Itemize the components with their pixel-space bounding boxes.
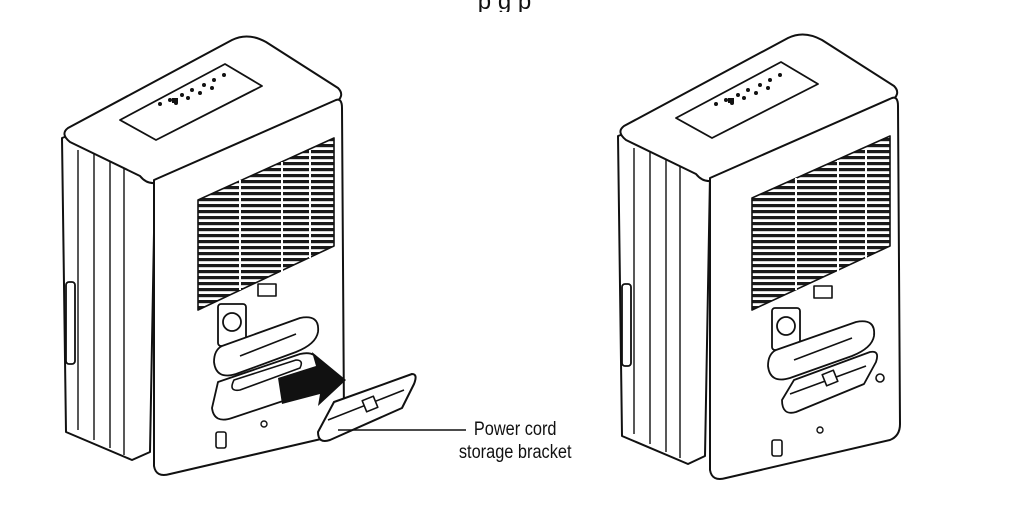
right-unit-control-panel bbox=[675, 61, 819, 139]
callout-line-1: Power cord bbox=[473, 419, 557, 440]
power-cord-storage-bracket-label: Power cord storage bracket bbox=[455, 418, 575, 464]
left-unit-grille bbox=[197, 137, 335, 311]
insert-direction-arrow-icon bbox=[278, 352, 346, 406]
callout-line-2: storage bracket bbox=[458, 442, 572, 463]
left-unit-control-panel bbox=[119, 63, 263, 141]
power-cord-bracket-icon bbox=[317, 373, 417, 442]
right-control-buttons bbox=[714, 73, 782, 106]
dehumidifier-with-bracket-installed-icon bbox=[617, 33, 901, 480]
dehumidifier-before-bracket-icon bbox=[61, 35, 345, 476]
cropped-header-text: p g p bbox=[0, 0, 1009, 12]
left-control-buttons bbox=[158, 73, 226, 106]
right-unit-grille bbox=[751, 135, 891, 311]
